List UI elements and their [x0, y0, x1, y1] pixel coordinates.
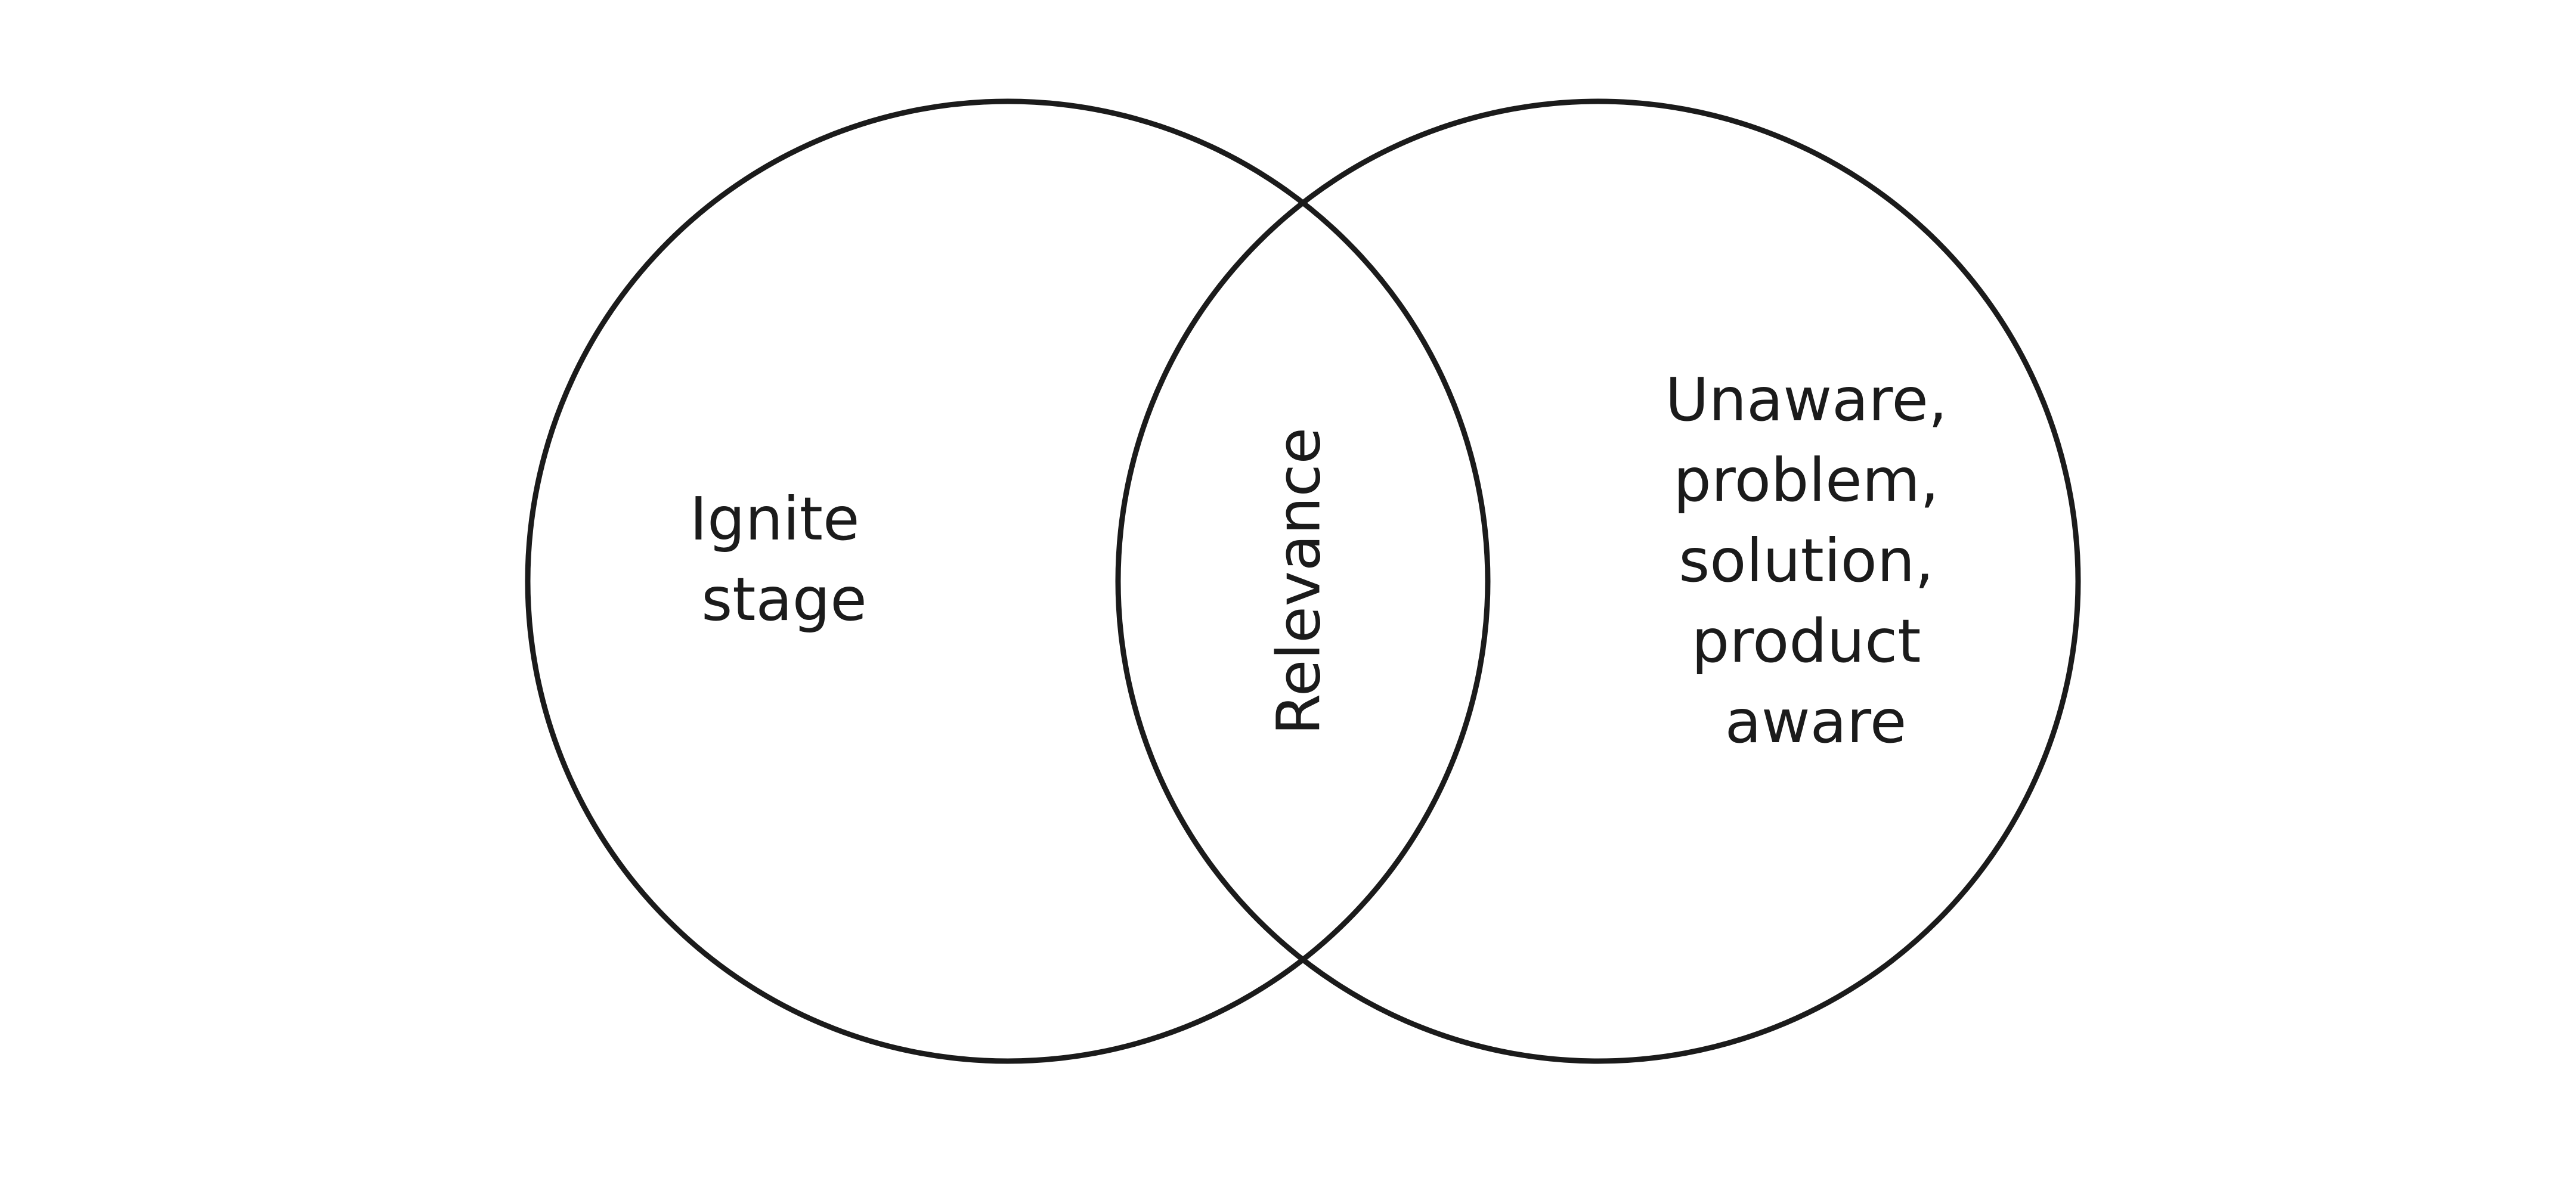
left-set-label: Ignite stage [690, 484, 879, 634]
left-circle [525, 98, 1491, 1064]
right-set-label: Unaware, problem, solution, product awar… [1665, 365, 1967, 756]
right-set-line: problem, [1673, 445, 1939, 515]
right-set-line: aware [1725, 687, 1907, 756]
right-set-line: product [1692, 606, 1921, 676]
left-set-line: Ignite [690, 484, 860, 554]
right-set-line: Unaware, [1665, 365, 1948, 435]
intersection-label: Relevance [1264, 427, 1333, 735]
right-circle [1115, 98, 2081, 1064]
left-set-line: stage [701, 565, 867, 634]
right-set-line: solution, [1679, 526, 1934, 596]
